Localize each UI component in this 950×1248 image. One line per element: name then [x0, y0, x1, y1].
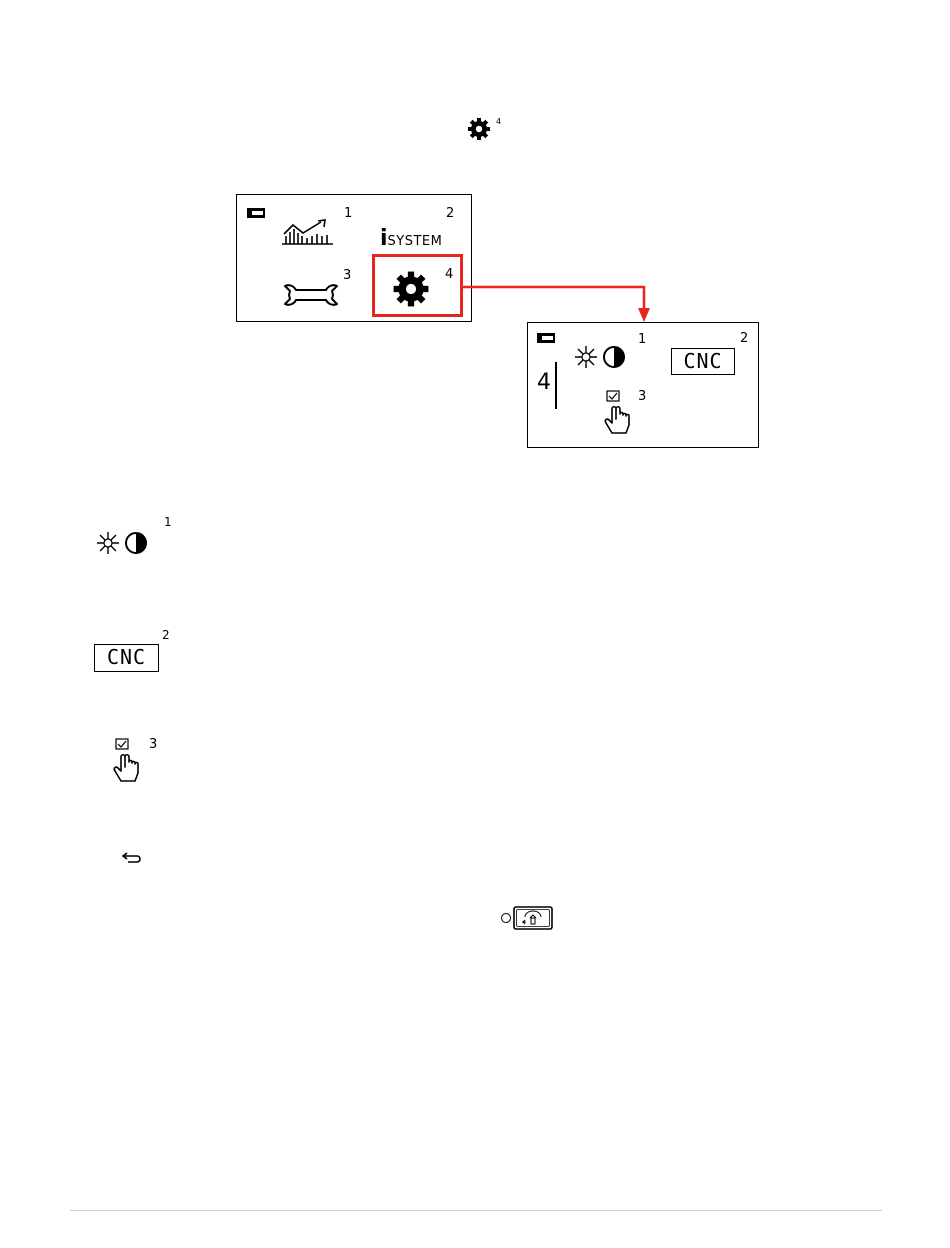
- back-arrow-icon: [121, 850, 145, 866]
- home-key-icon: [500, 905, 556, 931]
- side-divider: [555, 362, 557, 409]
- sub-item-3-index: 3: [638, 390, 646, 403]
- touch-checkbox-icon[interactable]: [598, 389, 638, 439]
- brightness-contrast-icon[interactable]: [573, 343, 633, 371]
- i-system-icon[interactable]: iSYSTEM: [380, 226, 442, 251]
- main-item-1-index: 1: [344, 207, 352, 220]
- legend-item-3-index: 3: [149, 738, 157, 751]
- sub-item-1-index: 1: [638, 333, 646, 346]
- cnc-icon: CNC: [94, 644, 159, 672]
- gear-icon: [467, 117, 491, 141]
- cnc-icon[interactable]: CNC: [671, 348, 735, 375]
- touch-checkbox-icon: [107, 737, 147, 787]
- brightness-contrast-icon: [95, 529, 155, 557]
- gear-icon: [392, 270, 430, 308]
- side-number: 4: [537, 372, 551, 394]
- footer-divider: [70, 1210, 882, 1211]
- battery-icon: [537, 333, 557, 343]
- main-item-2-index: 2: [446, 207, 454, 220]
- main-screen: 1 2 iSYSTEM 3 4: [236, 194, 472, 322]
- chart-icon[interactable]: [281, 217, 335, 247]
- wrench-icon[interactable]: [281, 281, 341, 309]
- battery-icon: [247, 208, 267, 218]
- navigation-arrow: [460, 280, 660, 326]
- main-item-3-index: 3: [343, 269, 351, 282]
- sub-item-2-index: 2: [740, 332, 748, 345]
- i-system-label: SYSTEM: [388, 234, 443, 249]
- legend-item-2-index: 2: [162, 629, 170, 642]
- i-system-i: i: [380, 226, 388, 251]
- gear-index: 4: [496, 115, 501, 128]
- legend-item-1-index: 1: [164, 516, 172, 529]
- legend-cnc-label: CNC: [107, 645, 146, 669]
- cnc-label: CNC: [683, 349, 722, 373]
- main-item-4-index: 4: [445, 268, 453, 281]
- settings-screen: 4 1 CNC 2 3: [527, 322, 759, 448]
